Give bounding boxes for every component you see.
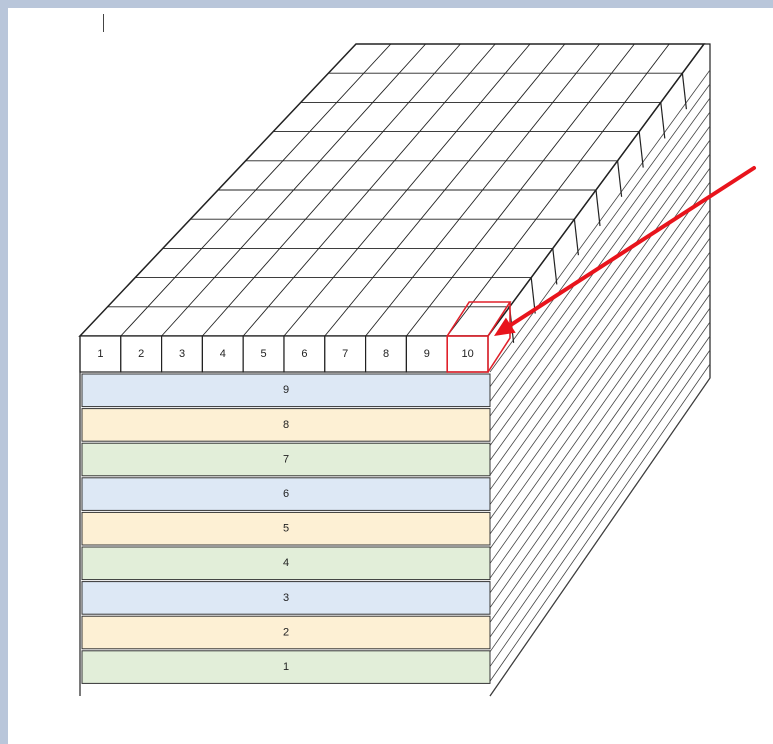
hatch-line (489, 153, 711, 461)
layer-band (81, 442, 491, 477)
front-cell (405, 335, 448, 373)
front-cell-label: 3 (179, 348, 185, 360)
hatch-line (489, 335, 711, 653)
layer-label: 2 (283, 626, 289, 638)
hatch-line (489, 125, 711, 432)
layer-stack: 9 8 7 6 5 4 3 2 1 (79, 336, 491, 696)
hatch-line (489, 223, 711, 535)
hatch-line (489, 363, 711, 682)
hatch-line (489, 293, 711, 608)
text-cursor (103, 14, 104, 32)
window-frame-top (0, 0, 773, 8)
hatch-line (489, 321, 711, 638)
layer-label: 3 (283, 592, 289, 604)
layer-label: 8 (283, 419, 289, 431)
red-arrow-icon (494, 166, 756, 336)
hatch-line (489, 111, 711, 417)
right-face-hatching (487, 43, 711, 697)
layer-label: 7 (283, 453, 289, 465)
hatch-line (489, 237, 711, 549)
front-cell-label: 6 (301, 348, 307, 360)
front-cell-label: 5 (261, 348, 267, 360)
layer-label: 4 (283, 557, 289, 569)
highlight-front (446, 335, 489, 373)
layer-label: 6 (283, 488, 289, 500)
layer-band (81, 546, 491, 581)
hatch-line (489, 139, 711, 446)
edge-tick (595, 189, 601, 227)
front-cell-label: 2 (138, 348, 144, 360)
hatch-line (489, 195, 711, 505)
hatch-line (489, 83, 711, 387)
hatch-line (489, 377, 711, 697)
arrow-shaft (504, 166, 756, 330)
front-cell (446, 335, 489, 373)
layer-band (81, 650, 491, 684)
edge-tick (660, 102, 666, 139)
hatch-line (489, 181, 711, 491)
hatch-line (489, 349, 711, 667)
hatch-line (489, 307, 711, 623)
layer-label: 5 (283, 523, 289, 535)
edge-tick (681, 73, 687, 110)
layer-band (81, 373, 491, 408)
layer-band (81, 511, 491, 546)
front-cell (365, 335, 408, 373)
layer-band (81, 408, 491, 442)
layer-band (81, 581, 491, 615)
layer-band (81, 615, 491, 650)
front-cell-label: 7 (342, 348, 348, 360)
layer-band (81, 477, 491, 511)
hatch-line (489, 251, 711, 564)
hatch-line (489, 279, 711, 594)
highlight-top (446, 301, 512, 337)
hatch-line (489, 265, 711, 579)
hatch-line (489, 97, 711, 402)
front-cell-label: 1 (97, 348, 103, 360)
arrow-head (494, 317, 516, 336)
edge-tick (617, 160, 623, 197)
edge-tick (552, 248, 558, 285)
front-cell-row: 1 2 3 4 5 6 7 8 9 10 (79, 335, 489, 373)
layer-label: 9 (283, 384, 289, 396)
layer-label: 1 (283, 661, 289, 673)
edge-tick (638, 131, 644, 168)
edge-tick (573, 219, 579, 256)
front-cell (283, 335, 326, 373)
highlighted-cell (446, 301, 512, 373)
hatch-line (489, 209, 711, 520)
front-cell-label: 4 (220, 348, 226, 360)
front-cell (161, 335, 204, 373)
front-cell-label: 9 (424, 348, 430, 360)
front-cell-label: 8 (383, 348, 389, 360)
front-cell (324, 335, 367, 373)
front-cell (201, 335, 244, 373)
front-cell-label: 10 (461, 348, 473, 360)
window-frame-left (0, 0, 8, 744)
highlight-side (487, 302, 511, 373)
